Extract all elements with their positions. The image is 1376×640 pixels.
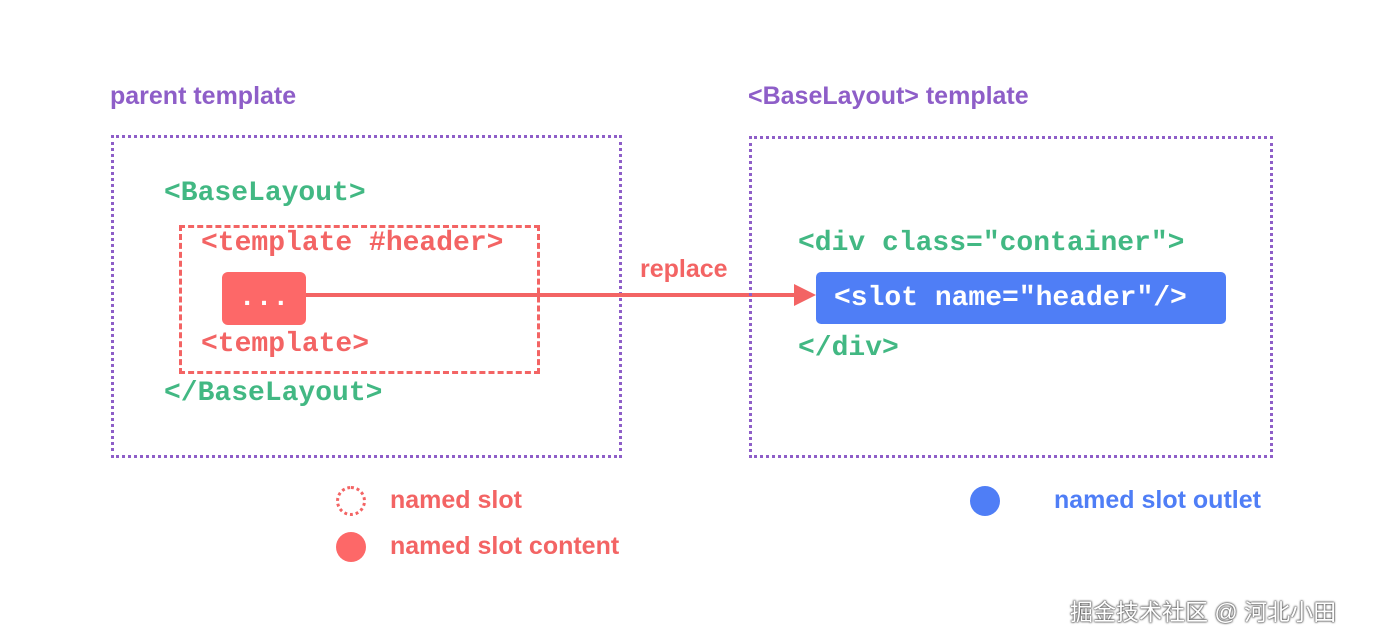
replace-label: replace [640, 255, 728, 283]
watermark: 掘金技术社区 @ 河北小田 [1070, 599, 1337, 625]
baselayout-close-tag: </BaseLayout> [164, 378, 383, 409]
template-close-tag: <template> [201, 329, 370, 360]
replace-arrow [306, 284, 816, 306]
parent-template-title: parent template [110, 82, 297, 110]
div-close-tag: </div> [798, 333, 899, 364]
baselayout-open-tag: <BaseLayout> [164, 178, 366, 209]
div-container-open-tag: <div class="container"> [798, 228, 1185, 259]
filled-blue-circle-icon [970, 486, 1000, 516]
arrow-head-icon [794, 284, 816, 306]
template-header-open-tag: <template #header> [201, 228, 504, 259]
named-slot-outlet-box: <slot name="header"/> [816, 272, 1226, 324]
baselayout-template-title: <BaseLayout> template [748, 82, 1029, 110]
legend-named-slot-content: named slot content [390, 532, 620, 560]
named-slot-content-box: ... [222, 272, 306, 325]
baselayout-template-frame [749, 136, 1273, 458]
dotted-circle-icon [336, 486, 366, 516]
legend-named-slot-outlet: named slot outlet [1054, 486, 1261, 514]
filled-red-circle-icon [336, 532, 366, 562]
legend-named-slot: named slot [390, 486, 522, 514]
named-slot-frame [179, 225, 540, 374]
